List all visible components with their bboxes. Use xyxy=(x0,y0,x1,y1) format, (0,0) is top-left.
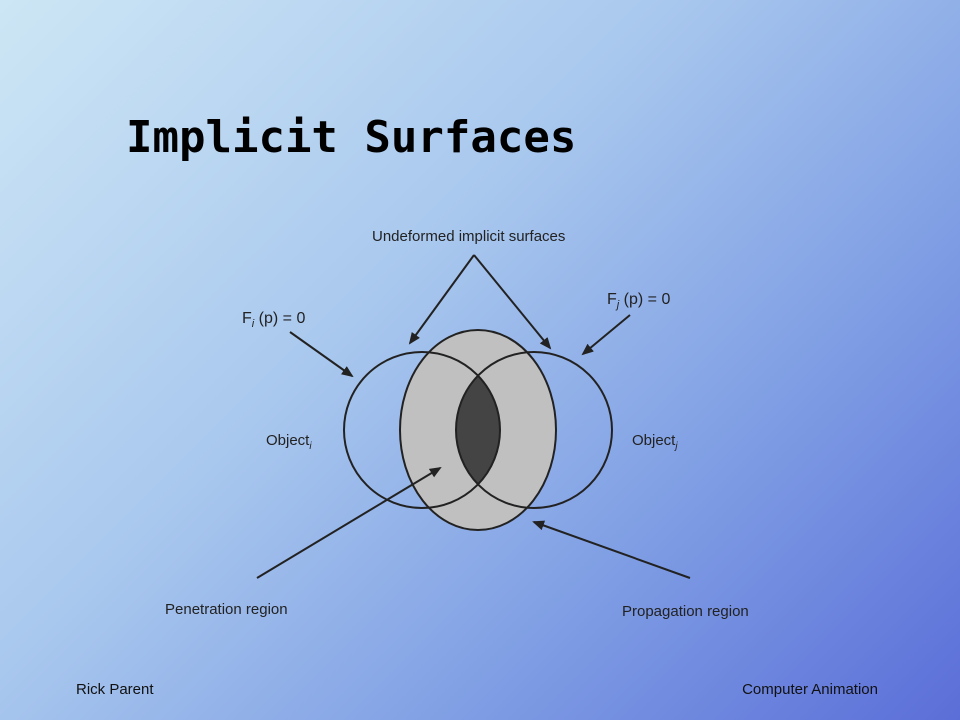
label-object-i: Objecti xyxy=(266,432,312,452)
label-object-j: Objectj xyxy=(632,432,678,452)
arrow-fi xyxy=(289,331,354,378)
footer-course: Computer Animation xyxy=(742,681,878,698)
penetration-region-lens xyxy=(455,376,501,484)
arrow-propagation xyxy=(532,520,691,579)
object-j-circle xyxy=(455,351,613,509)
arrow-undeformed-right xyxy=(473,254,552,350)
slide-title: Implicit Surfaces xyxy=(126,112,577,163)
label-fj-equation: Fj (p) = 0 xyxy=(607,291,670,311)
arrow-fj xyxy=(581,314,631,356)
footer-author: Rick Parent xyxy=(76,681,154,698)
label-propagation-region: Propagation region xyxy=(622,603,749,620)
arrow-undeformed-left xyxy=(408,254,475,345)
label-fi-equation: Fi (p) = 0 xyxy=(242,310,305,330)
arrow-penetration xyxy=(256,466,442,579)
object-i-circle xyxy=(343,351,501,509)
label-penetration-region: Penetration region xyxy=(165,601,288,618)
label-undeformed-implicit-surfaces: Undeformed implicit surfaces xyxy=(372,228,565,245)
